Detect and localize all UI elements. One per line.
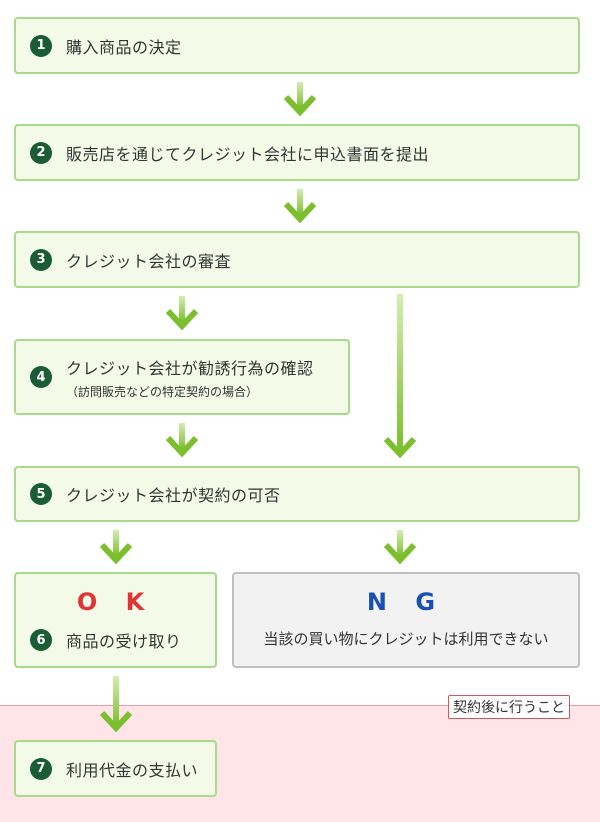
step-number-badge: 3 [30, 248, 52, 271]
step-5-box: 5 クレジット会社が契約の可否 [14, 466, 580, 522]
step-number-badge: 7 [30, 757, 52, 780]
step-number-badge: 5 [30, 483, 52, 505]
step-7-label: 利用代金の支払い [66, 760, 199, 780]
step-1-label: 購入商品の決定 [66, 37, 182, 57]
down-arrow-icon [283, 189, 317, 224]
ok-box: O K 6 商品の受け取り [14, 572, 217, 668]
bypass-arrow-icon [383, 294, 417, 459]
step-7-box: 7 利用代金の支払い [14, 740, 217, 797]
after-contract-label: 契約後に行うこと [448, 695, 570, 719]
down-arrow-icon [99, 530, 133, 565]
down-arrow-icon [283, 82, 317, 117]
step-1-box: 1 購入商品の決定 [14, 17, 580, 74]
ng-mark: N G [366, 588, 446, 616]
step-4-note: （訪問販売などの特定契約の場合） [66, 384, 259, 399]
step-2-label: 販売店を通じてクレジット会社に申込書面を提出 [66, 144, 430, 164]
step-number-badge: 4 [30, 366, 52, 388]
down-arrow-icon [165, 296, 199, 331]
step-2-box: 2 販売店を通じてクレジット会社に申込書面を提出 [14, 124, 580, 181]
down-arrow-icon [165, 423, 199, 458]
ok-mark: O K [76, 588, 155, 616]
down-arrow-icon [383, 530, 417, 565]
ng-box: N G 当該の買い物にクレジットは利用できない [232, 572, 580, 668]
step-3-label: クレジット会社の審査 [66, 251, 232, 271]
step-3-box: 3 クレジット会社の審査 [14, 231, 580, 288]
step-number-badge: 2 [30, 141, 52, 164]
step-6-label: 商品の受け取り [66, 632, 182, 651]
ng-label: 当該の買い物にクレジットは利用できない [263, 630, 549, 648]
step-5-label: クレジット会社が契約の可否 [66, 486, 281, 505]
step-number-badge: 1 [30, 34, 52, 57]
step-4-box: 4 クレジット会社が勧誘行為の確認 （訪問販売などの特定契約の場合） [14, 339, 350, 415]
step-number-badge: 6 [30, 629, 52, 651]
step-4-label: クレジット会社が勧誘行為の確認 [66, 358, 314, 378]
down-arrow-icon [99, 676, 133, 733]
